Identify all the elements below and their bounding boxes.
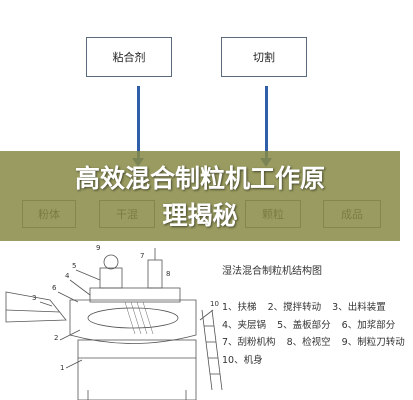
ladder — [201, 309, 223, 391]
stirring-drive — [99, 267, 123, 289]
legend-item: 5、盖板部分 — [277, 320, 331, 331]
handwheel — [103, 254, 119, 270]
title-banner — [0, 151, 400, 241]
legend-item: 6、加浆部分 — [341, 320, 396, 331]
callout-10: 10 — [210, 300, 219, 308]
callout-7: 7 — [140, 252, 144, 260]
arrow-down-right-line — [265, 86, 268, 160]
discharge-chute — [5, 291, 67, 323]
legend-row-3: 7、刮粉机构 8、检视空 9、制粒刀转动 — [222, 334, 413, 348]
callout-8: 8 — [166, 270, 170, 278]
page: 粘合剂 切割 粉体 干混 颗粒 成品 高效混合制粒机工作原 理揭秘 — [0, 37, 405, 400]
machine-body — [77, 339, 197, 400]
callout-6: 6 — [52, 284, 57, 292]
granulator-machine-drawing: 5 4 6 3 2 1 10 7 8 9 — [5, 244, 223, 400]
legend-item: 8、检视空 — [286, 337, 331, 348]
legend-item: 4、夹层锅 — [222, 320, 267, 331]
flow-box-cut-label: 切割 — [253, 51, 275, 64]
callout-3: 3 — [32, 294, 36, 302]
callout-2: 2 — [54, 334, 58, 342]
legend-item: 2、搅拌转动 — [267, 302, 322, 313]
legend-item: 7、刮粉机构 — [222, 337, 276, 348]
legend-row-2: 4、夹层锅 5、盖板部分 6、加浆部分 — [222, 317, 403, 331]
flow-box-cut: 切割 — [221, 37, 307, 77]
callout-1: 1 — [60, 364, 64, 372]
legend-item: 1、扶梯 — [222, 302, 257, 313]
legend-item: 9、制粒刀转动 — [341, 337, 405, 348]
impeller-hatch — [124, 301, 154, 335]
legend-row-1: 1、扶梯 2、搅拌转动 3、出料装置 — [222, 299, 394, 313]
banner-title: 高效混合制粒机工作原 理揭秘 — [0, 160, 400, 234]
callout-9: 9 — [96, 244, 100, 252]
mixing-vessel — [69, 299, 197, 344]
legend-item: 3、出料装置 — [332, 302, 386, 313]
callout-5: 5 — [72, 262, 76, 270]
flow-box-binder-label: 粘合剂 — [112, 51, 146, 64]
flow-box-binder: 粘合剂 — [86, 37, 172, 77]
arrow-down-left-line — [137, 86, 140, 160]
banner-title-line-1: 高效混合制粒机工作原 — [74, 164, 325, 193]
diagram-title: 湿法混合制粒机结构图 — [222, 266, 322, 277]
callout-4: 4 — [65, 272, 70, 280]
banner-title-line-2: 理揭秘 — [162, 201, 238, 230]
legend-item: 10、机身 — [222, 355, 263, 366]
legend-row-4: 10、机身 — [222, 352, 271, 366]
slurry-feeder — [147, 259, 163, 289]
